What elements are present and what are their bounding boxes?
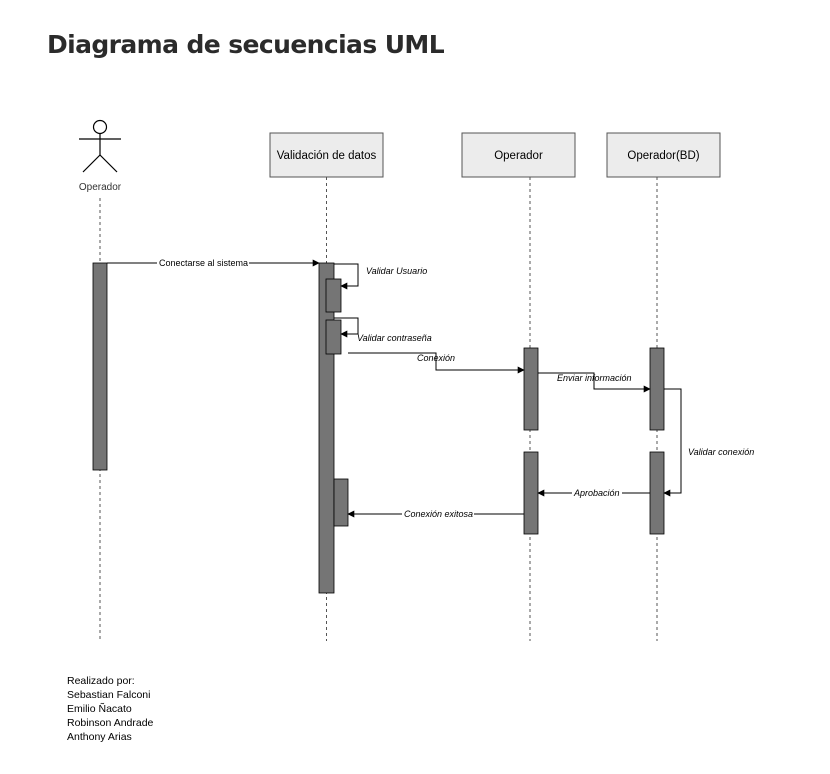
credits-author: Sebastian Falconi	[67, 689, 151, 701]
participant-operator: Operador	[461, 132, 576, 178]
message-send-info-label: Enviar información	[557, 373, 632, 383]
activation-operator-2	[523, 451, 539, 535]
participant-operator-db: Operador(BD)	[606, 132, 721, 178]
activation-actor	[92, 262, 108, 471]
message-validate-user-arrow	[334, 263, 359, 290]
activation-operator-db-1	[649, 347, 665, 431]
participant-validation-label: Validación de datos	[277, 150, 377, 162]
actor-icon	[79, 119, 121, 173]
message-connect-label: Conectarse al sistema	[159, 258, 248, 268]
activation-operator-1	[523, 347, 539, 431]
credits-author: Robinson Andrade	[67, 717, 154, 729]
message-connection-arrow	[348, 352, 525, 374]
activation-operator-db-2	[649, 451, 665, 535]
message-validate-password-label: Validar contraseña	[357, 333, 432, 343]
participant-validation: Validación de datos	[269, 132, 384, 178]
message-connection-label: Conexión	[417, 353, 455, 363]
message-validate-connection-arrow	[663, 388, 682, 497]
message-validate-user-label: Validar Usuario	[366, 266, 427, 276]
activation-validate-user	[325, 278, 342, 313]
message-approval-label: Aprobación	[573, 488, 620, 498]
participant-operator-label: Operador	[494, 150, 543, 162]
message-send-info-arrow	[538, 372, 651, 393]
participant-operator-db-label: Operador(BD)	[627, 150, 699, 162]
message-validate-password-arrow	[334, 317, 359, 338]
activation-validation	[318, 262, 335, 594]
message-success-label: Conexión exitosa	[404, 509, 473, 519]
credits-author: Anthony Arias	[67, 731, 132, 743]
credits-heading: Realizado por:	[67, 675, 135, 687]
message-validate-connection-label: Validar conexión	[688, 447, 754, 457]
credits-author: Emilio Ñacato	[67, 703, 132, 715]
page-title: Diagrama de secuencias UML	[47, 30, 445, 59]
actor-label: Operador	[79, 182, 122, 193]
activation-validate-password	[325, 319, 342, 355]
activation-success	[333, 478, 349, 527]
credits: Realizado por: Sebastian Falconi Emilio …	[67, 674, 153, 744]
